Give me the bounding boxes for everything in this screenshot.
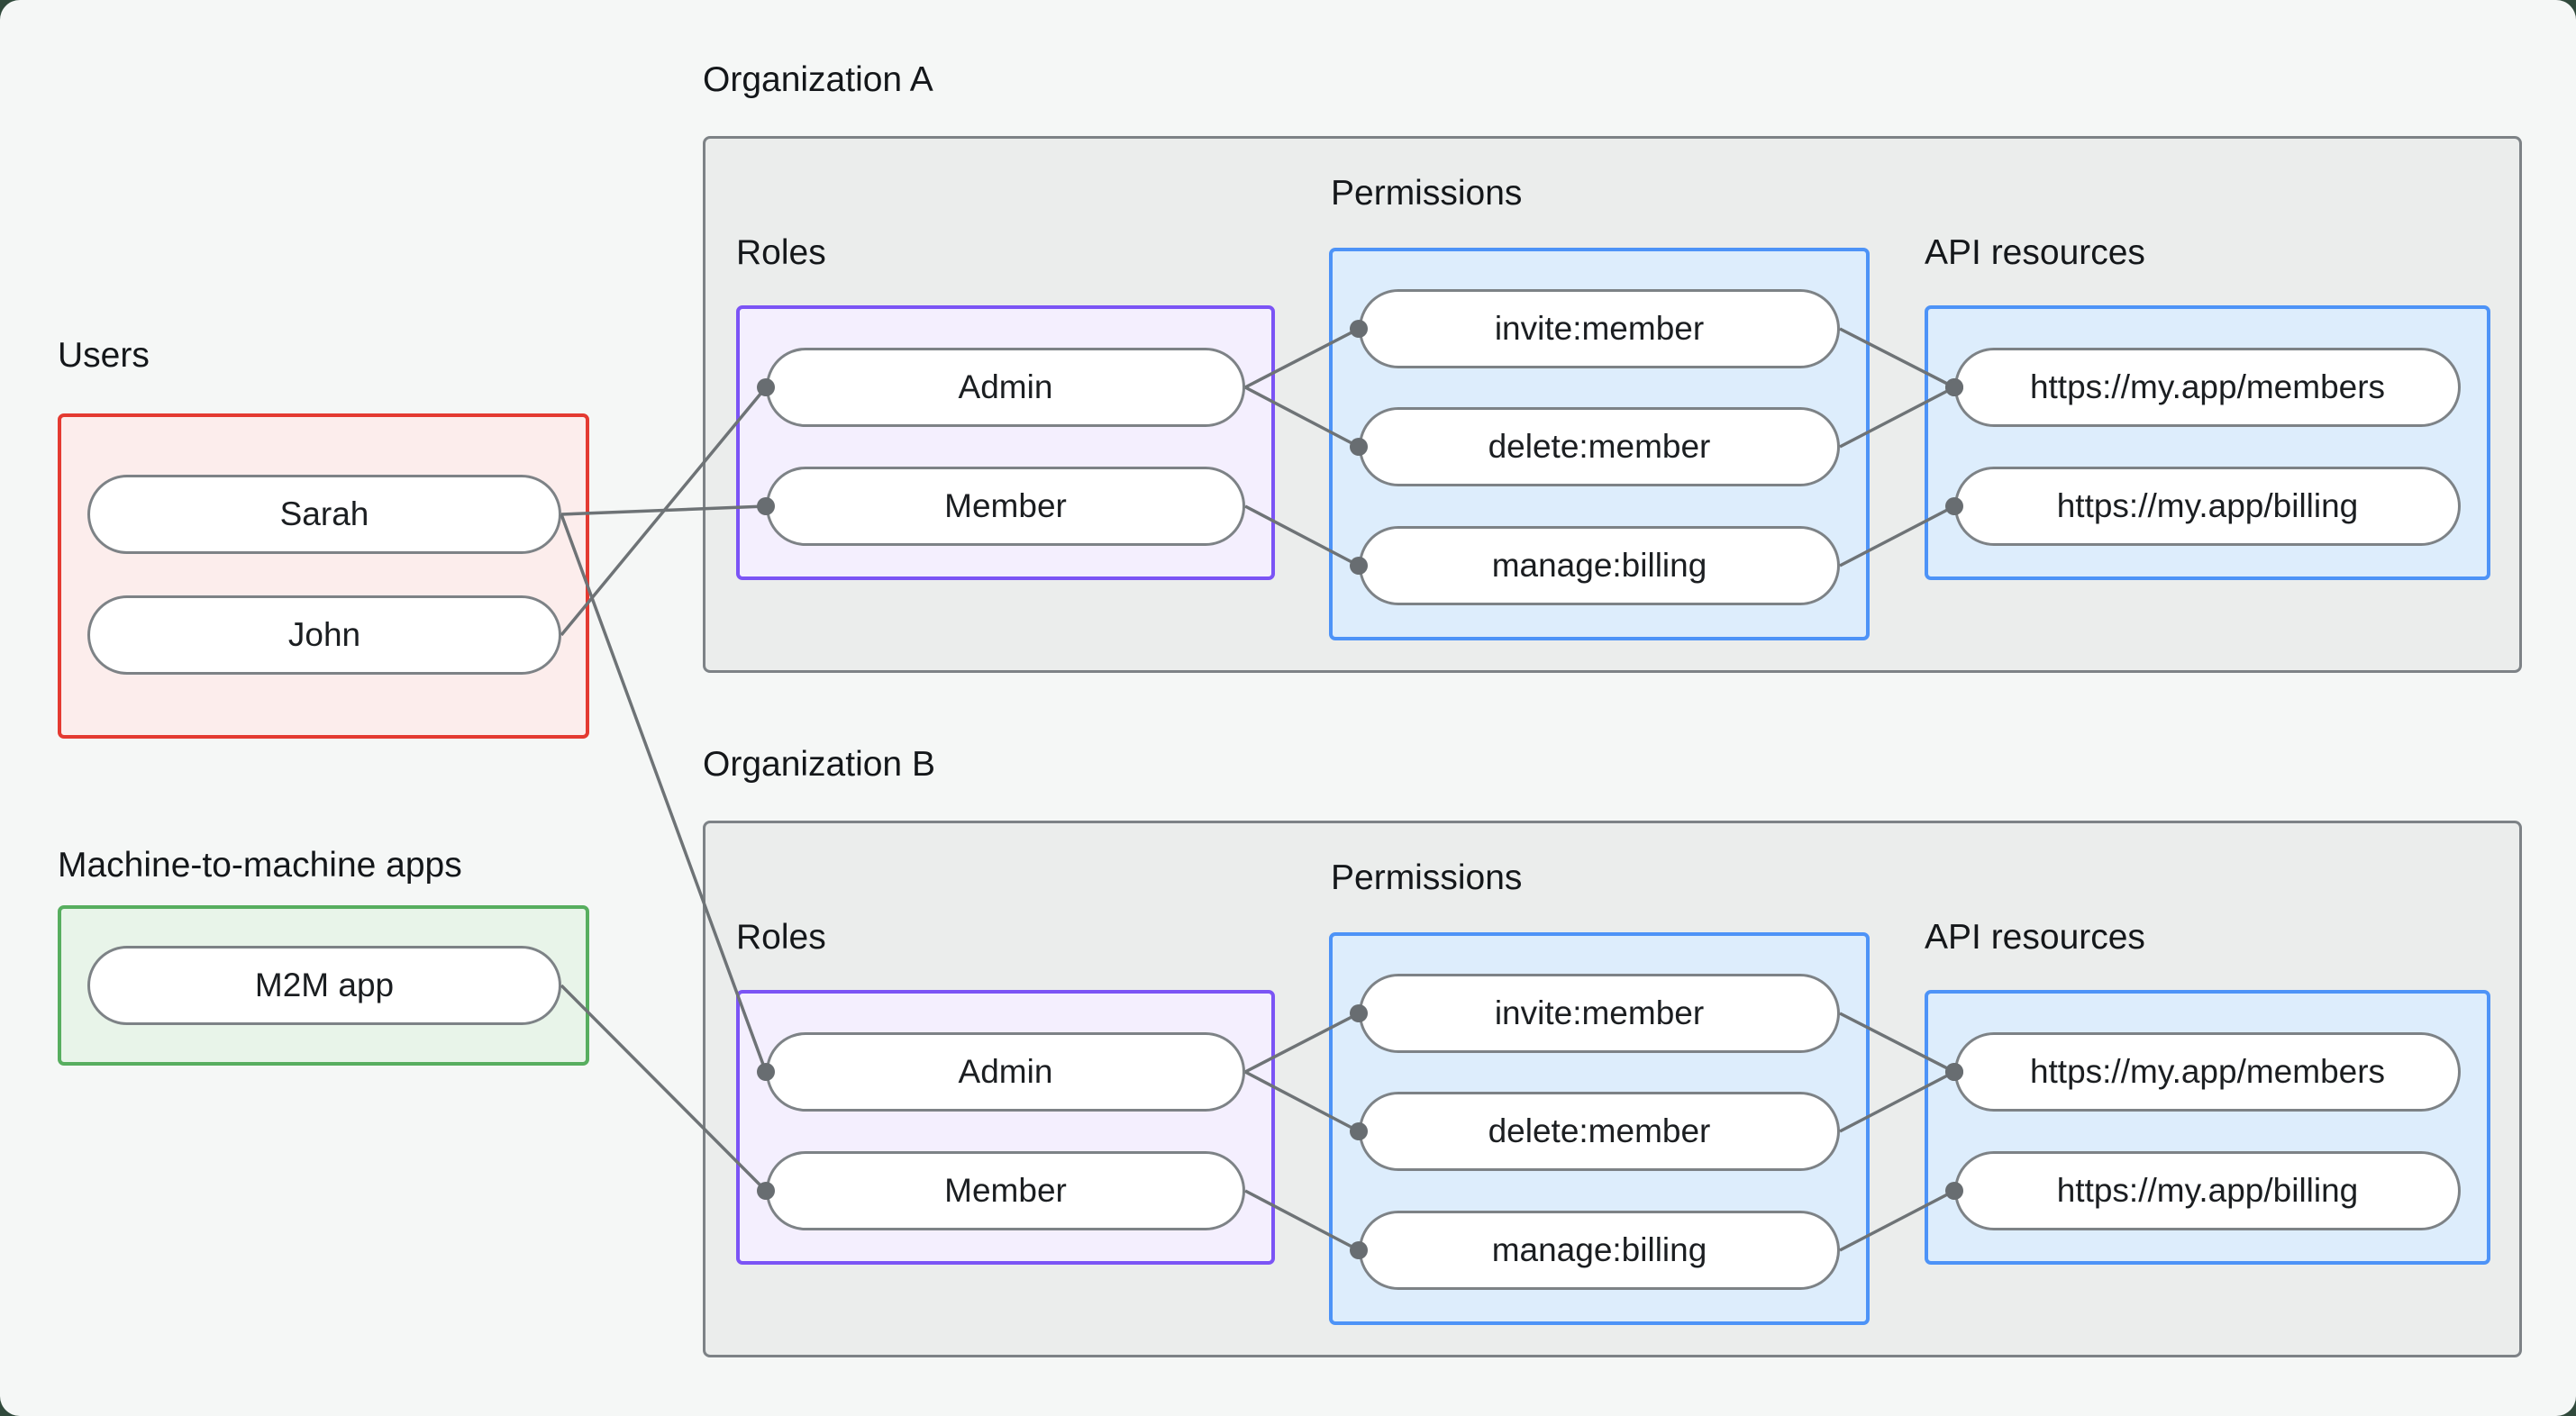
org-b-permission-invite-member: invite:member: [1359, 974, 1840, 1053]
org-a-api-label: API resources: [1925, 233, 2145, 272]
org-a-title: Organization A: [703, 60, 933, 99]
org-b-api-billing: https://my.app/billing: [1954, 1151, 2461, 1230]
users-group-box: [58, 413, 589, 739]
org-b-permission-manage-billing: manage:billing: [1359, 1211, 1840, 1290]
org-a-permission-invite-member: invite:member: [1359, 289, 1840, 368]
org-b-role-member: Member: [766, 1151, 1245, 1230]
org-a-role-member: Member: [766, 467, 1245, 546]
org-a-permission-manage-billing: manage:billing: [1359, 526, 1840, 605]
org-a-api-billing: https://my.app/billing: [1954, 467, 2461, 546]
org-b-api-members: https://my.app/members: [1954, 1032, 2461, 1112]
org-b-title: Organization B: [703, 745, 935, 784]
org-b-api-label: API resources: [1925, 918, 2145, 957]
org-a-role-admin: Admin: [766, 348, 1245, 427]
org-a-api-members: https://my.app/members: [1954, 348, 2461, 427]
org-a-permissions-label: Permissions: [1331, 174, 1523, 213]
org-b-role-admin: Admin: [766, 1032, 1245, 1112]
user-node-john: John: [87, 595, 561, 675]
user-node-sarah: Sarah: [87, 475, 561, 554]
org-b-permissions-label: Permissions: [1331, 858, 1523, 897]
org-b-roles-label: Roles: [736, 918, 826, 957]
org-a-permission-delete-member: delete:member: [1359, 407, 1840, 486]
org-b-permission-delete-member: delete:member: [1359, 1092, 1840, 1171]
m2m-app-node: M2M app: [87, 946, 561, 1025]
m2m-group-label: Machine-to-machine apps: [58, 846, 462, 885]
users-group-label: Users: [58, 336, 150, 375]
org-a-roles-label: Roles: [736, 233, 826, 272]
